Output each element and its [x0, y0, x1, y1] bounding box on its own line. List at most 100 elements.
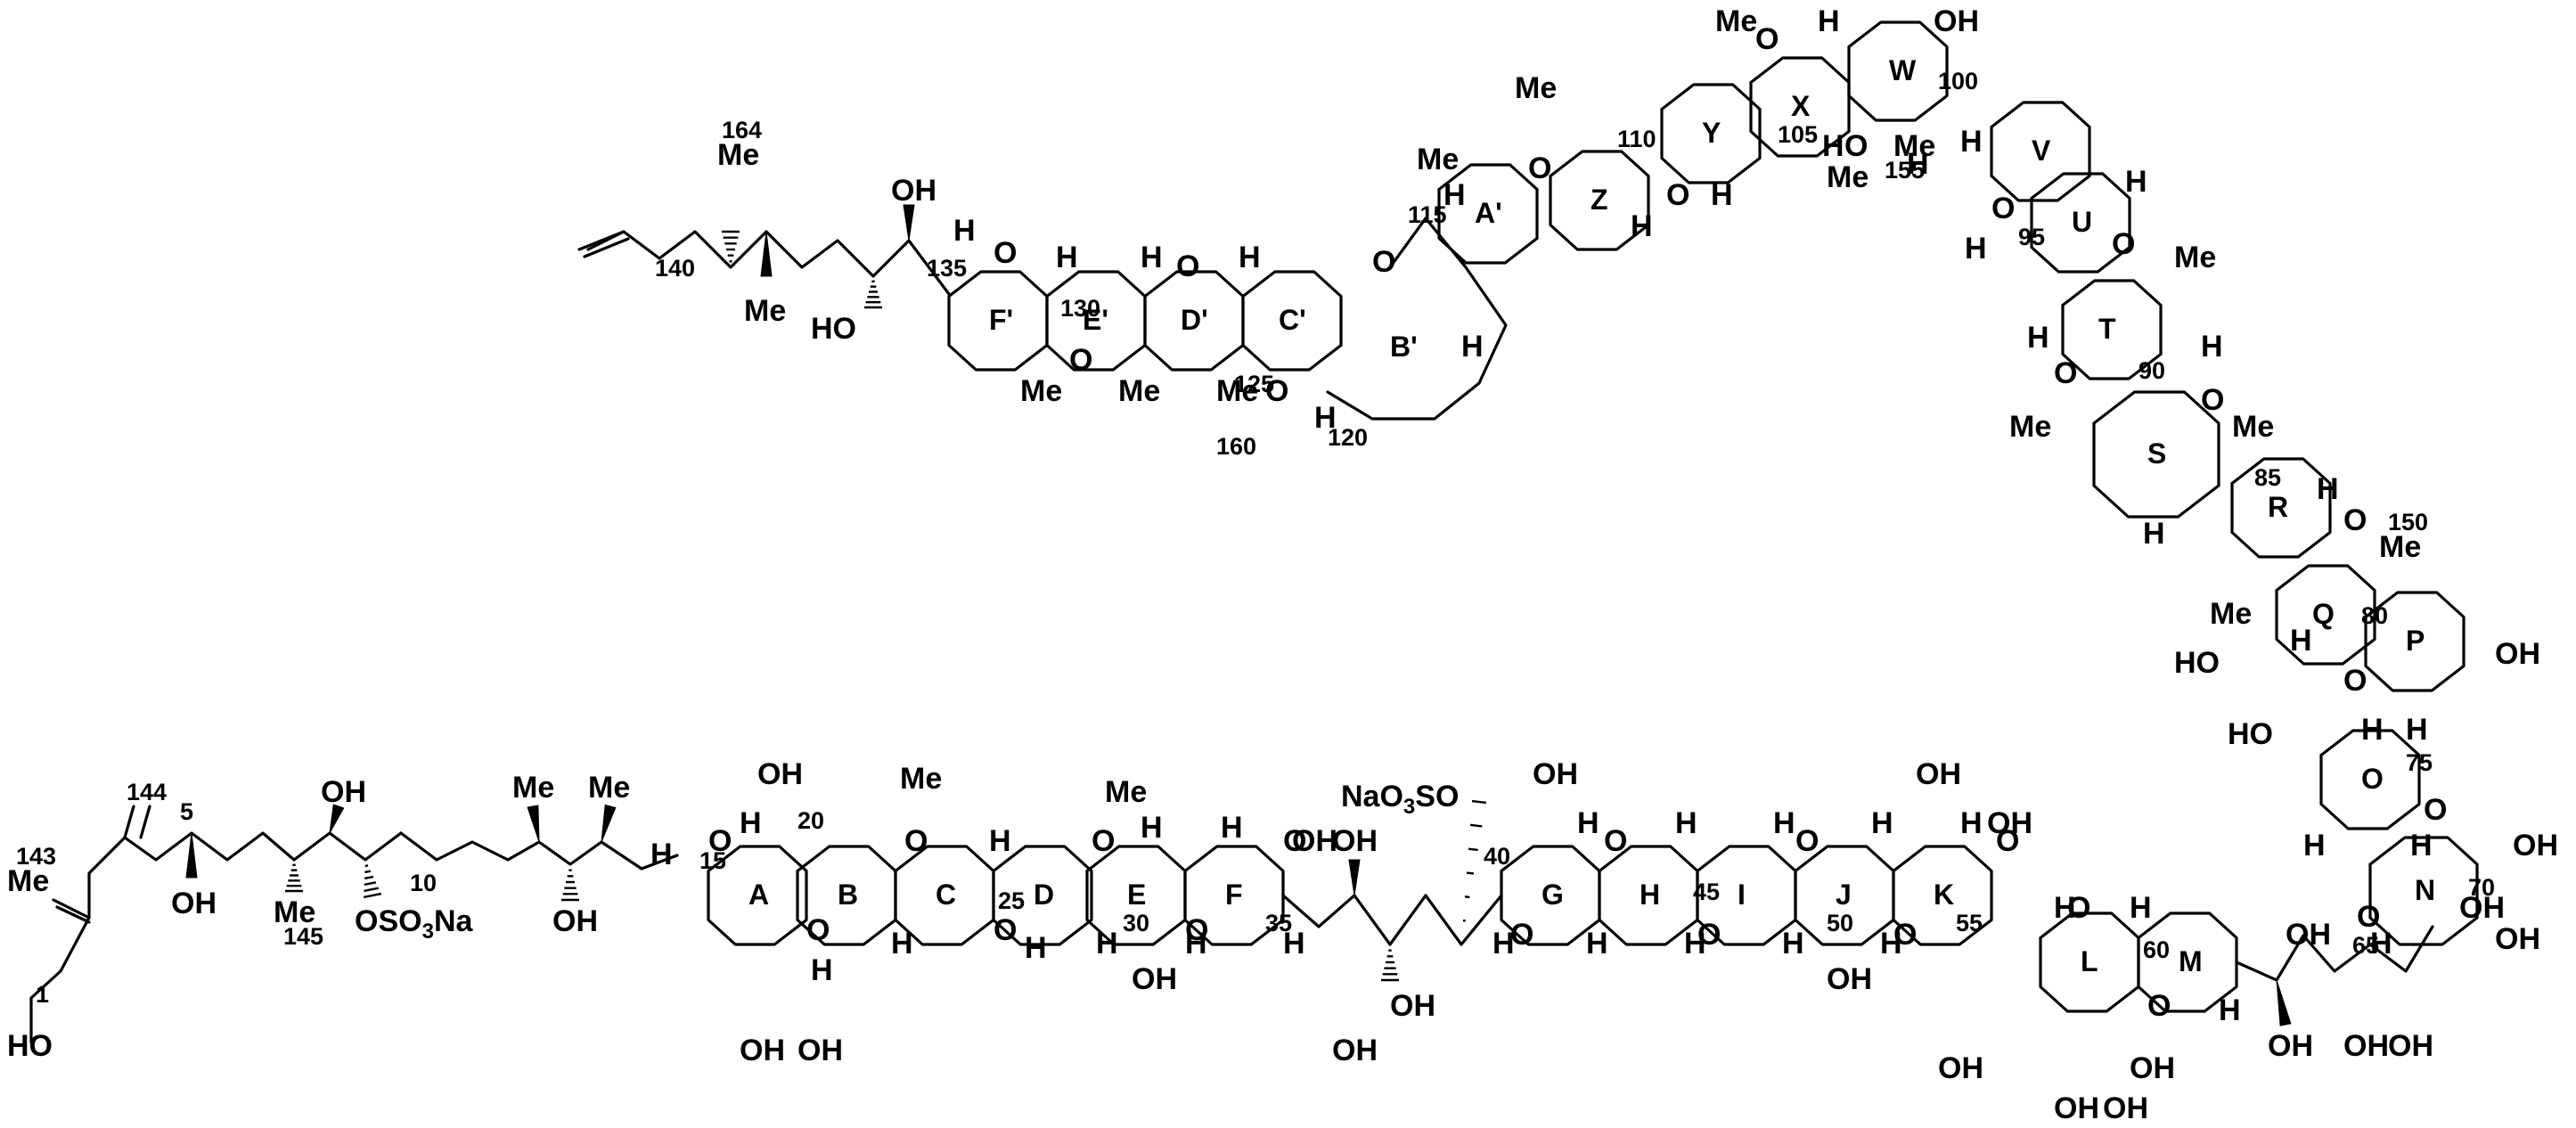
wedge-bond: [601, 804, 617, 843]
atom-label: HO: [2174, 646, 2220, 680]
atom-label: H: [1056, 241, 1078, 274]
atom-label: OH: [891, 174, 936, 208]
ring-label: F: [1225, 879, 1243, 911]
atom-label: Me: [744, 294, 786, 328]
atom-label: H: [2370, 927, 2392, 960]
atom-label: H: [650, 838, 673, 871]
hydrogen-label: H: [1025, 931, 1047, 965]
ring-label: H: [1640, 879, 1660, 911]
hydrogen-label: H: [1492, 927, 1515, 960]
ring-bond: [2319, 729, 2421, 830]
carbon-number: 95: [2018, 224, 2045, 250]
atom-label: H: [2303, 829, 2326, 862]
ring-oxygen: O: [806, 913, 830, 947]
ring-bond: [707, 845, 808, 946]
carbon-number: 155: [1885, 157, 1925, 184]
hydroxyl-label: OH: [2130, 1051, 2175, 1085]
ring-label: J: [1836, 879, 1852, 911]
ring-label: C': [1279, 304, 1306, 336]
atom-label: Me: [1827, 160, 1869, 194]
hydroxyl-label: OH: [2054, 1091, 2099, 1125]
wedge-bond: [2276, 979, 2292, 1026]
atom-label: Me: [2232, 410, 2274, 444]
atom-label: H: [2054, 891, 2076, 925]
ring-label: A: [748, 879, 769, 911]
wedge-bond: [329, 804, 345, 834]
atom-label: H: [2219, 993, 2241, 1027]
ring-label: D': [1181, 304, 1208, 336]
ring-label: N: [2415, 874, 2435, 906]
atom-label: H: [1965, 232, 1987, 266]
atom-label: H: [1818, 4, 1840, 38]
atom-label: Me: [1118, 374, 1160, 408]
atom-label: O: [2112, 227, 2135, 261]
wedge-bond: [760, 231, 773, 277]
atom-label: OH: [2343, 1029, 2389, 1063]
ring-bond: [2368, 836, 2479, 946]
ring-bond: [2137, 911, 2238, 1013]
wedge-bond: [527, 805, 540, 843]
hydroxyl-label: OH: [1987, 806, 2032, 840]
carbon-number: 20: [797, 807, 824, 834]
ring-bond: [1549, 150, 1650, 251]
ring-oxygen: O: [1510, 918, 1533, 952]
ring-oxygen: O: [1604, 824, 1627, 858]
ring-label: S: [2147, 437, 2166, 470]
atom-label: Me: [1515, 71, 1557, 105]
ring-bond: [992, 845, 1093, 946]
carbon-number: 140: [655, 255, 695, 282]
ring-oxygen: O: [1185, 913, 1208, 947]
atom-label: Me: [7, 864, 49, 898]
bond-7: [1281, 894, 1503, 946]
carbon-number: 1: [36, 981, 49, 1008]
ring-label: G: [1542, 879, 1564, 911]
hydrogen-label: H: [1675, 806, 1697, 840]
hydrogen-label: H: [1880, 927, 1902, 960]
hashed-bond-segment: [1468, 847, 1478, 852]
atom-label: H: [1443, 178, 1466, 212]
hashed-bond-segment: [1466, 871, 1475, 875]
atom-label: Me: [274, 895, 315, 929]
carbon-number: 5: [180, 798, 193, 825]
atom-label: O: [1991, 192, 2015, 225]
carbon-number: 120: [1328, 424, 1368, 451]
atom-label: H: [2125, 165, 2147, 199]
ring-bond: [1847, 20, 1949, 122]
wedge-bond: [185, 832, 198, 879]
atom-label: H: [2290, 624, 2312, 658]
atom-label: O: [2343, 664, 2367, 698]
ring-label: E': [1083, 304, 1108, 336]
atom-label: O: [2147, 989, 2171, 1023]
hashed-bond-segment: [364, 870, 372, 874]
ring-label: L: [2081, 945, 2098, 977]
bond-2: [55, 905, 91, 924]
carbon-number: 75: [2406, 749, 2433, 776]
hashed-bond-segment: [364, 864, 369, 868]
ring-label: U: [2072, 206, 2092, 238]
carbon-number: 130: [1060, 295, 1100, 322]
atom-label: H: [2130, 891, 2152, 925]
atom-label: O: [1176, 249, 1199, 283]
atom-label: H: [2317, 472, 2339, 506]
carbon-number: 35: [1265, 910, 1292, 936]
carbon-number: 65: [2352, 932, 2379, 959]
hydrogen-label: H: [891, 927, 913, 960]
hydroxyl-label: OH: [2103, 1091, 2148, 1125]
carbon-number: 160: [1216, 433, 1256, 460]
atom-label: H: [2027, 321, 2049, 355]
hashed-bond-segment: [364, 881, 377, 887]
carbon-number: 110: [1617, 126, 1656, 152]
sulfate-label: NaO3SO: [1341, 780, 1459, 819]
hydrogen-label: H: [811, 953, 833, 987]
sulfate-label: OSO3Na: [355, 904, 473, 944]
carbon-number: 85: [2254, 464, 2281, 491]
atom-label: Me: [1893, 129, 1935, 163]
ring-label: W: [1889, 54, 1917, 86]
ring-label: B': [1390, 331, 1418, 363]
ring-oxygen: O: [994, 913, 1017, 947]
ring-label: B: [838, 879, 858, 911]
atom-label: Me: [717, 138, 759, 172]
atom-label: O: [2424, 793, 2447, 827]
atom-label: H: [953, 214, 976, 248]
